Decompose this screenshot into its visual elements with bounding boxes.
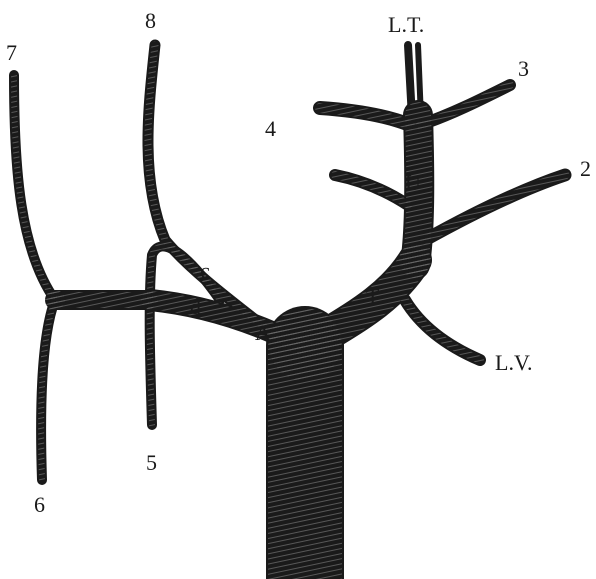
label-3: 3 [518,58,529,80]
label-d: d [190,296,201,318]
label-t: T [366,286,379,308]
label-a: A [255,322,271,344]
label-lv: L.V. [495,352,533,374]
label-4: 4 [265,118,276,140]
label-u: U [405,172,421,194]
label-5: 5 [146,452,157,474]
label-8: 8 [145,10,156,32]
label-7: 7 [6,42,17,64]
label-lt: L.T. [388,14,424,36]
label-2: 2 [580,158,591,180]
label-6: 6 [34,494,45,516]
vessel-fill-layer [14,45,565,579]
label-c: c [200,260,210,282]
